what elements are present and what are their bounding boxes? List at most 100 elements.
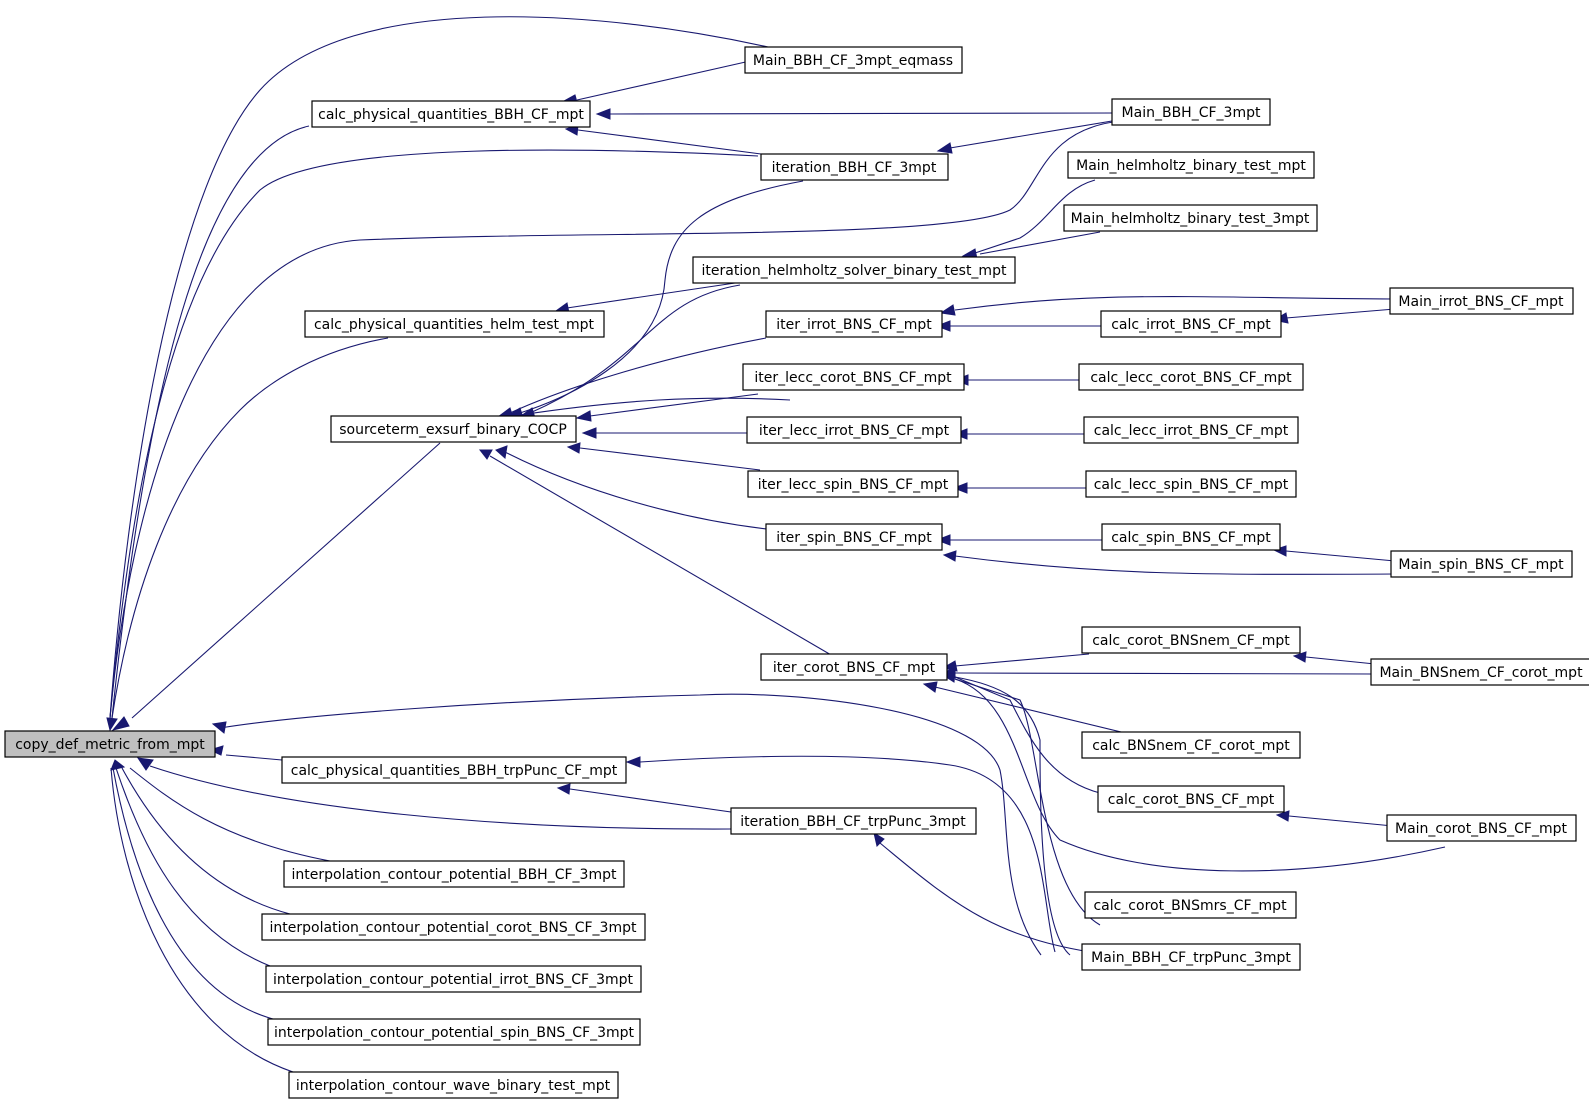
node-calc_BNSnem_CF_corot_mpt[interactable]: calc_BNSnem_CF_corot_mpt (1081, 731, 1301, 759)
edge-interpolation_contour_potential_irrot_BNS_CF_3mpt-to-root (115, 767, 271, 967)
edge-iteration_BBH_CF_3mpt-to-cpq (577, 129, 762, 155)
node-iteration_BBH_CF_trpPunc_3mpt[interactable]: iteration_BBH_CF_trpPunc_3mpt (730, 807, 977, 835)
node-Main_helmholtz_binary_test_mpt[interactable]: Main_helmholtz_binary_test_mpt (1067, 151, 1315, 179)
node-calc_lecc_corot_BNS_CF_mpt[interactable]: calc_lecc_corot_BNS_CF_mpt (1078, 363, 1304, 391)
node-Main_spin_BNS_CF_mpt[interactable]: Main_spin_BNS_CF_mpt (1390, 550, 1573, 578)
edge-Main_BBH_CF_3mpt_eqmass-to-cpq (576, 60, 751, 101)
node-label: calc_lecc_corot_BNS_CF_mpt (1090, 370, 1292, 386)
node-interpolation_contour_wave_binary_test_mpt[interactable]: interpolation_contour_wave_binary_test_m… (288, 1071, 619, 1099)
edge-interpolation_contour_potential_spin_BNS_CF_3mpt-to-root (112, 767, 274, 1020)
node-calc_lecc_spin_BNS_CF_mpt[interactable]: calc_lecc_spin_BNS_CF_mpt (1085, 470, 1297, 498)
edge-calc_corot_BNS-to-iter_corot (954, 676, 1101, 794)
node-label: calc_irrot_BNS_CF_mpt (1111, 317, 1271, 333)
node-iter_corot_BNS_CF_mpt[interactable]: iter_corot_BNS_CF_mpt (760, 653, 948, 681)
arrowhead (935, 534, 951, 546)
node-interpolation_contour_potential_BBH_CF_3mpt[interactable]: interpolation_contour_potential_BBH_CF_3… (283, 860, 625, 888)
node-label: Main_BBH_CF_trpPunc_3mpt (1091, 950, 1291, 966)
node-calc_lecc_irrot_BNS_CF_mpt[interactable]: calc_lecc_irrot_BNS_CF_mpt (1083, 416, 1299, 444)
edge-Main_spin-to-iter_spin (954, 555, 1396, 575)
edge-Main_BBH_CF_3mpt_eqmass-to-root (109, 16, 769, 719)
node-Main_BBH_CF_3mpt[interactable]: Main_BBH_CF_3mpt (1111, 98, 1271, 126)
node-calc_spin_BNS_CF_mpt[interactable]: calc_spin_BNS_CF_mpt (1101, 523, 1281, 551)
arrowhead (211, 721, 227, 734)
node-calc_physical_quantities_helm_test_mpt[interactable]: calc_physical_quantities_helm_test_mpt (304, 310, 605, 338)
edge-Main_corot-to-iter_corot (954, 678, 1446, 872)
arrowhead (952, 482, 968, 494)
node-label: Main_BBH_CF_3mpt (1122, 105, 1261, 121)
node-label: iteration_BBH_CF_trpPunc_3mpt (740, 814, 966, 830)
node-calc_physical_quantities_BBH_trpPunc_CF_mpt[interactable]: calc_physical_quantities_BBH_trpPunc_CF_… (281, 756, 627, 784)
node-copy_def_metric_from_mpt[interactable]: copy_def_metric_from_mpt (4, 730, 216, 758)
node-label: Main_corot_BNS_CF_mpt (1395, 821, 1568, 837)
node-iter_lecc_corot_BNS_CF_mpt[interactable]: iter_lecc_corot_BNS_CF_mpt (742, 363, 965, 391)
node-iteration_BBH_CF_3mpt[interactable]: iteration_BBH_CF_3mpt (760, 153, 949, 181)
node-label: interpolation_contour_potential_spin_BNS… (274, 1025, 635, 1041)
node-iter_irrot_BNS_CF_mpt[interactable]: iter_irrot_BNS_CF_mpt (765, 310, 943, 338)
edge-Main_irrot-to-iter_irrot (954, 296, 1396, 311)
edge-Main_trpPunc-to-iteration_trpPunc (879, 842, 1111, 956)
edge-Main_BNSnem-to-calc_corot_BNSnem (1305, 656, 1376, 665)
arrowhead (581, 427, 597, 439)
arrowhead (1292, 651, 1307, 663)
edge-iter_corot-to-src-2 (519, 397, 791, 416)
arrowhead (1275, 810, 1290, 822)
node-calc_physical_quantities_BBH_CF_mpt[interactable]: calc_physical_quantities_BBH_CF_mpt (311, 100, 591, 128)
node-label: Main_irrot_BNS_CF_mpt (1398, 294, 1564, 310)
node-label: calc_physical_quantities_helm_test_mpt (314, 317, 595, 333)
node-Main_BBH_CF_trpPunc_3mpt[interactable]: Main_BBH_CF_trpPunc_3mpt (1081, 943, 1301, 971)
arrowhead (873, 831, 885, 847)
edge-interpolation_contour_wave_binary_test_mpt-to-root (110, 767, 294, 1073)
node-label: iter_corot_BNS_CF_mpt (773, 660, 936, 676)
node-label: iter_lecc_spin_BNS_CF_mpt (758, 477, 949, 493)
node-Main_BBH_CF_3mpt_eqmass[interactable]: Main_BBH_CF_3mpt_eqmass (744, 46, 963, 74)
node-interpolation_contour_potential_corot_BNS_CF_3mpt[interactable]: interpolation_contour_potential_corot_BN… (261, 913, 646, 941)
node-Main_helmholtz_binary_test_3mpt[interactable]: Main_helmholtz_binary_test_3mpt (1063, 204, 1318, 232)
node-sourceterm_exsurf_binary_COCP[interactable]: sourceterm_exsurf_binary_COCP (330, 415, 577, 443)
node-label: iteration_BBH_CF_3mpt (772, 160, 937, 176)
edge-iteration_BBH_CF_trpPunc_3mpt-to-root (149, 765, 732, 830)
arrowhead (575, 410, 592, 422)
node-calc_corot_BNSmrs_CF_mpt[interactable]: calc_corot_BNSmrs_CF_mpt (1084, 891, 1297, 919)
node-label: iteration_helmholtz_solver_binary_test_m… (702, 263, 1007, 279)
node-iter_lecc_irrot_BNS_CF_mpt[interactable]: iter_lecc_irrot_BNS_CF_mpt (746, 416, 962, 444)
node-label: calc_spin_BNS_CF_mpt (1111, 530, 1271, 546)
node-Main_irrot_BNS_CF_mpt[interactable]: Main_irrot_BNS_CF_mpt (1389, 287, 1574, 315)
edge-Main_helmholtz_3mpt-to-ihs (979, 231, 1101, 255)
node-interpolation_contour_potential_spin_BNS_CF_3mpt[interactable]: interpolation_contour_potential_spin_BNS… (267, 1018, 641, 1046)
edge-ihs-to-cpqh (566, 282, 736, 309)
node-iter_lecc_spin_BNS_CF_mpt[interactable]: iter_lecc_spin_BNS_CF_mpt (747, 470, 959, 498)
node-interpolation_contour_potential_irrot_BNS_CF_3mpt[interactable]: interpolation_contour_potential_irrot_BN… (265, 965, 642, 993)
arrowhead (942, 550, 957, 562)
arrowhead (556, 783, 571, 795)
arrowhead (936, 142, 953, 154)
node-label: calc_physical_quantities_BBH_trpPunc_CF_… (291, 763, 618, 779)
arrowhead (935, 320, 951, 332)
node-label: Main_spin_BNS_CF_mpt (1398, 557, 1564, 573)
node-iter_spin_BNS_CF_mpt[interactable]: iter_spin_BNS_CF_mpt (765, 523, 943, 551)
edge-iter_lecc_spin-to-src (579, 447, 761, 471)
node-label: interpolation_contour_potential_irrot_BN… (273, 972, 634, 988)
node-label: calc_corot_BNSmrs_CF_mpt (1093, 898, 1287, 914)
edge-Main_irrot-to-calc_irrot (1285, 308, 1396, 319)
node-label: calc_lecc_spin_BNS_CF_mpt (1094, 477, 1289, 493)
node-Main_BNSnem_CF_corot_mpt[interactable]: Main_BNSnem_CF_corot_mpt (1370, 658, 1589, 686)
edge-ihs-to-src (529, 284, 741, 414)
edge-Main_BNSnem-to-iter_corot (954, 672, 1376, 675)
arrowhead (625, 756, 641, 768)
node-label: iter_lecc_irrot_BNS_CF_mpt (759, 423, 950, 439)
node-calc_corot_BNS_CF_mpt[interactable]: calc_corot_BNS_CF_mpt (1097, 785, 1285, 813)
node-iteration_helmholtz_solver_binary_test_mpt[interactable]: iteration_helmholtz_solver_binary_test_m… (692, 256, 1016, 284)
edge-sourceterm-to-root (131, 442, 441, 719)
node-calc_corot_BNSnem_CF_mpt[interactable]: calc_corot_BNSnem_CF_mpt (1081, 626, 1301, 654)
node-label: iter_irrot_BNS_CF_mpt (776, 317, 932, 333)
node-calc_irrot_BNS_CF_mpt[interactable]: calc_irrot_BNS_CF_mpt (1100, 310, 1282, 338)
node-label: iter_lecc_corot_BNS_CF_mpt (754, 370, 952, 386)
edge-iteration_trpPunc-to-cpq_trpPunc (569, 788, 760, 817)
nodes: copy_def_metric_from_mpt calc_physical_q… (4, 46, 1589, 1099)
edge-Main_helmholtz_mpt-to-ihs (974, 179, 1096, 254)
node-Main_corot_BNS_CF_mpt[interactable]: Main_corot_BNS_CF_mpt (1386, 814, 1577, 842)
edge-Main_trpPunc-to-iter_corot (954, 676, 1071, 956)
node-label: sourceterm_exsurf_binary_COCP (339, 422, 567, 438)
edges (109, 16, 1446, 1073)
